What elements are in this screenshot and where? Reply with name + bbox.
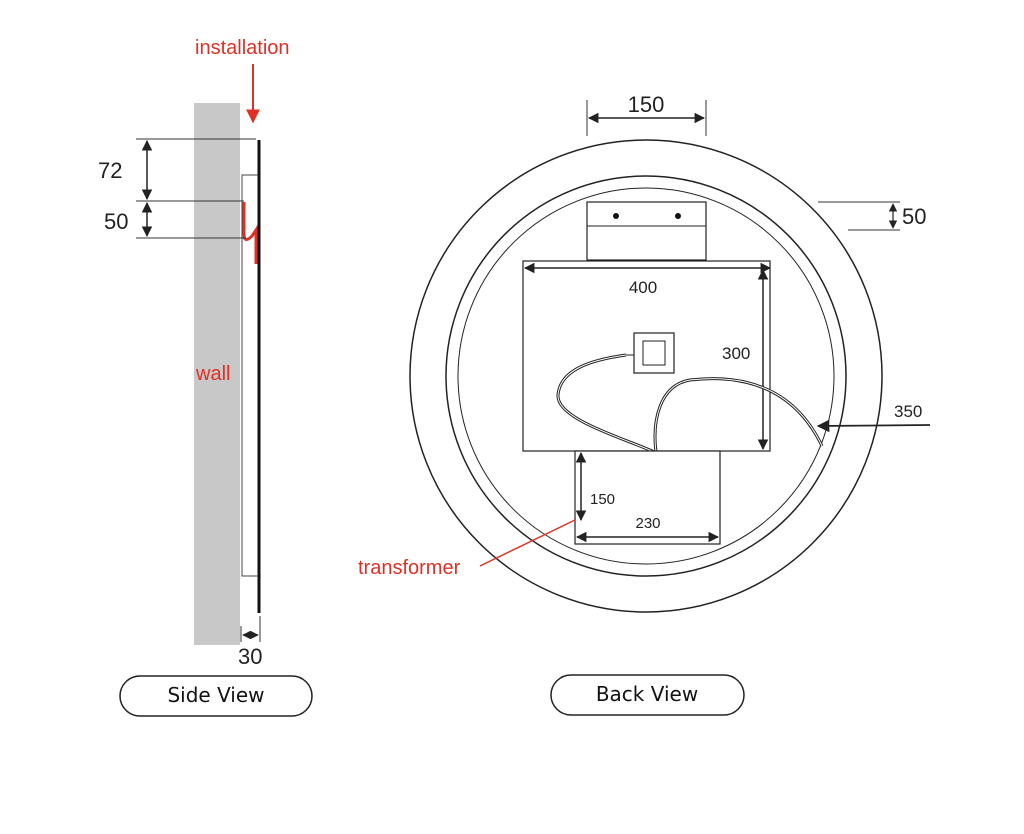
bracket-hole-right [675, 213, 681, 219]
back-view-caption: Back View [596, 682, 698, 706]
dim-150-transformer-text: 150 [590, 491, 615, 508]
dim-230-text: 230 [635, 515, 660, 532]
dim-30-text: 30 [238, 644, 262, 669]
dim-72-text: 72 [98, 158, 122, 183]
transformer-label: transformer [358, 557, 461, 579]
back-view-caption-pill [550, 674, 745, 716]
transformer-box [574, 450, 721, 545]
transformer-leader [479, 519, 576, 567]
cable-right-inner [654, 378, 823, 453]
mirror-inner-ring [445, 175, 847, 577]
dim-400-text: 400 [629, 278, 657, 297]
dim-350-arrow [816, 419, 931, 433]
switch-inner [642, 340, 666, 366]
dim-300-text: 300 [722, 344, 750, 363]
cable-left-inner [557, 354, 655, 453]
mirror-back-frame [241, 174, 258, 577]
side-view: wall installation 72 50 30 Side View [98, 37, 313, 717]
wall-block [194, 103, 240, 645]
mirror-outer-ring [409, 139, 883, 613]
installation-label: installation [195, 37, 290, 59]
dim-350-text: 350 [894, 402, 922, 421]
side-view-caption: Side View [167, 683, 264, 707]
dim-50-right-text: 50 [902, 204, 926, 229]
back-view: 150 50 400 300 350 150 230 transfor [358, 92, 931, 716]
dim-150-top-text: 150 [628, 92, 665, 117]
dim-50-text: 50 [104, 209, 128, 234]
bracket-hole-left [613, 213, 619, 219]
hanging-bracket [586, 201, 707, 261]
side-view-caption-pill [119, 675, 313, 717]
wall-label: wall [195, 363, 230, 385]
mirror-inner-ring-2 [457, 187, 835, 565]
bracket-hook [242, 202, 258, 264]
